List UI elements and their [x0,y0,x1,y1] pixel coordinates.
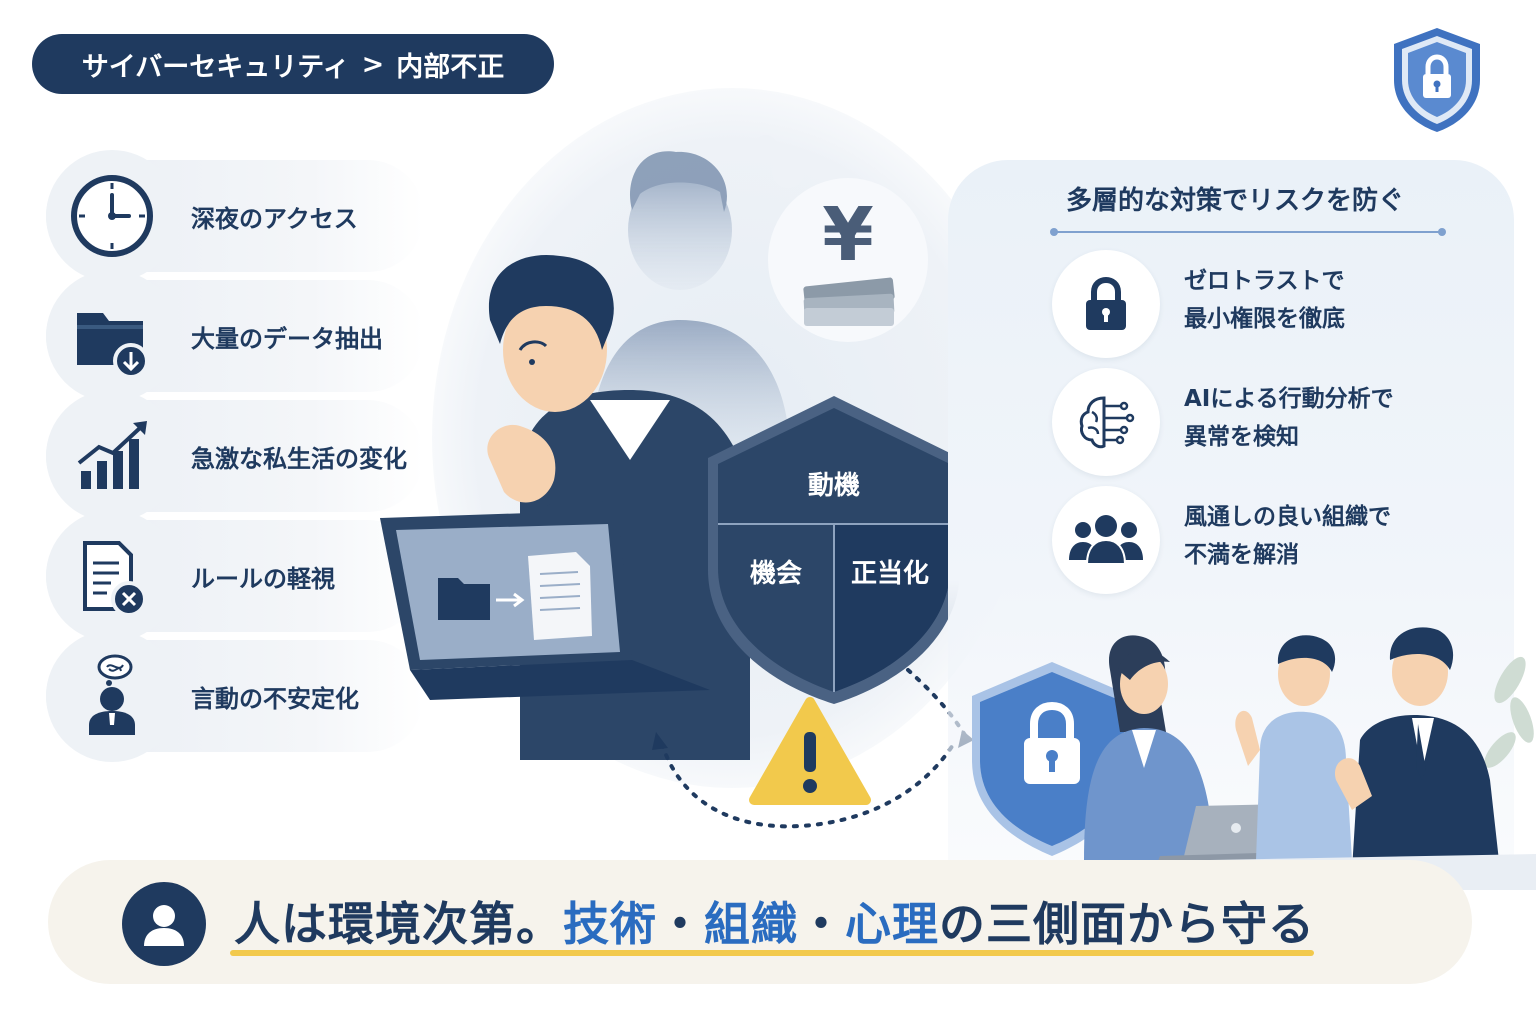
colleague-woman [1084,635,1214,860]
message-separator: ・ [798,897,845,951]
key-message: 人は環境次第。技術・組織・心理の三側面から守る [234,888,1315,954]
ai-brain-icon [1052,368,1160,476]
user-icon [122,882,206,966]
breadcrumb-current: 内部不正 [396,51,505,83]
clock-icon [46,150,178,282]
measure-line2: 最小権限を徹底 [1184,306,1345,332]
measure-item: ゼロトラストで 最小権限を徹底 [1184,262,1345,338]
sign-label: 急激な私生活の変化 [191,444,407,473]
money-thought-bubble: ¥ [756,135,928,342]
colleague-man [1235,635,1352,860]
folder-download-icon [46,270,178,402]
breadcrumb-separator: > [361,48,385,80]
measure-line2: 不満を解消 [1184,542,1299,568]
message-highlight-technology: 技術 [563,897,657,951]
highlight-underline [230,950,1314,956]
measure-line2: 異常を検知 [1184,424,1299,450]
team-icon [1052,486,1160,594]
shadow-figure [590,151,790,460]
sign-label: 深夜のアクセス [191,204,358,233]
breadcrumb: サイバーセキュリティ > 内部不正 [32,34,554,94]
message-highlight-psychology: 心理 [845,897,939,951]
breadcrumb-category: サイバーセキュリティ [81,51,350,83]
triangle-opportunity: 機会 [750,559,802,589]
message-part: の三側面から守る [939,897,1315,951]
sign-label: 大量のデータ抽出 [191,324,383,353]
fraud-triangle-shield: 動機 機会 正当化 [708,396,960,704]
bottom-banner [48,860,1472,984]
colleague-man-suit [1334,627,1500,870]
measure-line1: ゼロトラストで [1184,268,1345,294]
document-x-icon [46,510,178,642]
measure-line1: 風通しの良い組織で [1184,504,1391,530]
laptop [380,510,710,700]
plant [1484,656,1534,768]
sign-label: 言動の不安定化 [191,684,359,713]
triangle-rationalization: 正当化 [851,559,929,589]
list-item: 大量のデータ抽出 [46,270,424,402]
measure-item: AIによる行動分析で 異常を検知 [1184,380,1394,456]
rising-chart-icon [46,390,178,522]
message-highlight-organization: 組織 [704,897,798,951]
yen-icon: ¥ [822,192,874,278]
list-item: 急激な私生活の変化 [46,390,424,522]
measure-item: 風通しの良い組織で 不満を解消 [1184,498,1391,574]
shield-lock-icon [1394,28,1480,132]
warning-icon [749,697,871,805]
measures-title: 多層的な対策でリスクを防ぐ [1065,186,1404,216]
message-separator: ・ [657,897,704,951]
title-divider [1050,228,1446,236]
triangle-motive: 動機 [808,471,860,501]
dotted-arrow [660,738,958,829]
list-item: 深夜のアクセス [46,150,424,282]
measure-line1: AIによる行動分析で [1184,386,1394,412]
list-item: 言動の不安定化 [46,630,424,762]
message-part: 人は環境次第。 [234,897,563,951]
list-item: ルールの軽視 [46,510,424,642]
team-meeting-illustration [972,627,1536,890]
padlock-icon [1052,250,1160,358]
stressed-person-icon [46,630,178,762]
insider-scene: ¥ 動機 機会 正当化 [380,135,974,829]
sign-label: ルールの軽視 [191,564,335,593]
